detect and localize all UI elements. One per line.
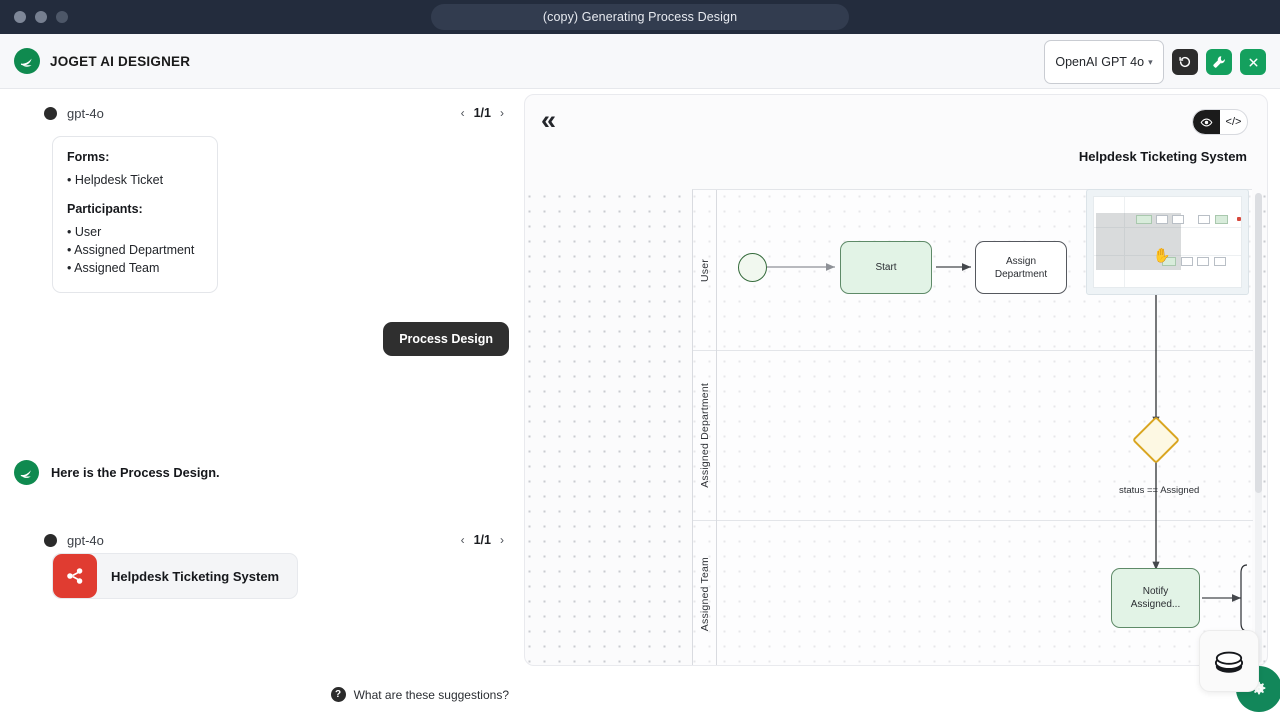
joget-logo-icon — [14, 460, 39, 485]
model-avatar — [44, 533, 57, 547]
lane-divider — [693, 350, 1253, 351]
message-author-1: gpt-4o — [44, 106, 104, 121]
node-assign-department[interactable]: Assign Department — [975, 241, 1067, 294]
list-item: • Helpdesk Ticket — [67, 173, 164, 187]
stacked-disc-icon — [1214, 651, 1244, 673]
minimap-node — [1136, 215, 1152, 224]
assistant-message-text: Here is the Process Design. — [51, 465, 220, 480]
minimap-node — [1197, 257, 1209, 266]
model-name: gpt-4o — [67, 532, 104, 548]
canvas-vertical-scrollbar[interactable] — [1255, 193, 1262, 663]
minimap-node — [1172, 215, 1184, 224]
settings-button[interactable] — [1206, 49, 1232, 75]
process-canvas-panel: « </> Helpdesk Ticketing System User Ass… — [524, 94, 1268, 666]
participants-list: • User • Assigned Department • Assigned … — [67, 223, 203, 277]
model-name: gpt-4o — [67, 105, 104, 121]
joget-logo-icon — [14, 48, 40, 74]
minimap-node — [1198, 215, 1210, 224]
lane-header-assigned-team: Assigned Team — [693, 520, 717, 665]
node-label-line1: Notify — [1142, 586, 1169, 597]
app-header: JOGET AI DESIGNER OpenAI GPT 4o ▾ — [0, 34, 1280, 89]
forms-heading: Forms: — [67, 150, 110, 164]
minimap-node — [1156, 215, 1168, 224]
model-select-value: OpenAI GPT 4o — [1055, 55, 1145, 69]
node-label-line1: Assign — [1005, 255, 1036, 267]
app-chip-label: Helpdesk Ticketing System — [111, 568, 280, 584]
node-label: Start — [875, 262, 897, 273]
generated-app-chip[interactable]: Helpdesk Ticketing System — [52, 553, 299, 599]
chevron-right-icon[interactable]: › — [500, 533, 504, 547]
minimap-content: ✋ — [1093, 196, 1242, 288]
model-select[interactable]: OpenAI GPT 4o ▾ — [1044, 40, 1164, 84]
close-window-button[interactable] — [14, 11, 26, 23]
message-author-2: gpt-4o — [44, 533, 104, 548]
diagram-title: Helpdesk Ticketing System — [1078, 149, 1247, 164]
minimap-pool-line — [1124, 197, 1125, 287]
summary-card: Forms: • Helpdesk Ticket Participants: •… — [52, 136, 218, 293]
node-label-line2: Department — [994, 268, 1048, 280]
lane-header-user: User — [693, 190, 717, 350]
minimap-node — [1162, 257, 1176, 266]
question-mark-icon: ? — [330, 687, 346, 702]
pager-label: 1/1 — [473, 533, 491, 547]
participants-heading: Participants: — [67, 202, 143, 216]
node-label-line2: Assigned... — [1130, 599, 1181, 610]
node-notify-assigned[interactable]: Notify Assigned... — [1111, 568, 1200, 628]
eye-icon[interactable] — [1193, 110, 1220, 134]
user-message-bubble: Process Design — [383, 322, 509, 356]
maximize-window-button[interactable] — [56, 11, 68, 23]
header-actions: OpenAI GPT 4o ▾ — [1044, 40, 1266, 84]
message-header-1: gpt-4o ‹ 1/1 › — [0, 101, 520, 125]
minimap-node — [1214, 257, 1226, 266]
minimap-node — [1215, 215, 1228, 224]
list-item: • User — [67, 225, 102, 239]
minimap-end-node — [1237, 217, 1241, 221]
view-mode-toggle[interactable]: </> — [1192, 109, 1248, 135]
lane-label: Assigned Department — [698, 382, 711, 488]
close-button[interactable] — [1240, 49, 1266, 75]
hand-cursor-icon: ✋ — [1153, 247, 1171, 263]
forms-list: • Helpdesk Ticket — [67, 171, 203, 189]
minimap-node — [1181, 257, 1193, 266]
traffic-lights — [14, 11, 68, 23]
window-titlebar: (copy) Generating Process Design — [0, 0, 1280, 34]
lane-label: Assigned Team — [698, 556, 711, 632]
double-chevron-left-icon[interactable]: « — [541, 105, 556, 135]
window-title: (copy) Generating Process Design — [431, 4, 849, 30]
minimize-window-button[interactable] — [35, 11, 47, 23]
model-avatar — [44, 106, 57, 120]
chat-panel: gpt-4o ‹ 1/1 › Forms: • Helpdesk Ticket … — [0, 89, 520, 712]
helper-widget-card[interactable] — [1199, 630, 1259, 692]
process-share-icon — [53, 554, 97, 598]
chevron-left-icon[interactable]: ‹ — [460, 106, 465, 120]
message-header-2: gpt-4o ‹ 1/1 › — [0, 528, 520, 552]
chevron-down-icon: ▾ — [1148, 56, 1153, 67]
lane-header-assigned-department: Assigned Department — [693, 350, 717, 520]
pager-label: 1/1 — [473, 106, 491, 120]
assistant-message-row: Here is the Process Design. — [14, 460, 220, 485]
start-event-node[interactable] — [738, 253, 767, 282]
chevron-right-icon[interactable]: › — [500, 106, 504, 120]
code-icon[interactable]: </> — [1225, 116, 1242, 128]
canvas-minimap[interactable]: ✋ — [1086, 189, 1249, 295]
lane-label: User — [698, 258, 711, 282]
suggestions-hint[interactable]: ? What are these suggestions? — [330, 687, 509, 702]
list-item: • Assigned Team — [67, 261, 160, 275]
message-pager-2[interactable]: ‹ 1/1 › — [461, 533, 504, 547]
list-item: • Assigned Department — [67, 243, 195, 257]
reset-button[interactable] — [1172, 49, 1198, 75]
brand: JOGET AI DESIGNER — [14, 48, 190, 74]
lane-divider — [693, 520, 1253, 521]
message-pager-1[interactable]: ‹ 1/1 › — [461, 106, 504, 120]
minimap-lane-line — [1094, 227, 1241, 228]
minimap-lane-line — [1094, 255, 1241, 256]
chevron-left-icon[interactable]: ‹ — [460, 533, 465, 547]
node-start-activity[interactable]: Start — [840, 241, 932, 294]
suggestions-hint-label: What are these suggestions? — [353, 687, 509, 702]
brand-name: JOGET AI DESIGNER — [50, 53, 191, 69]
edge-label-status: status == Assigned — [1119, 485, 1200, 496]
